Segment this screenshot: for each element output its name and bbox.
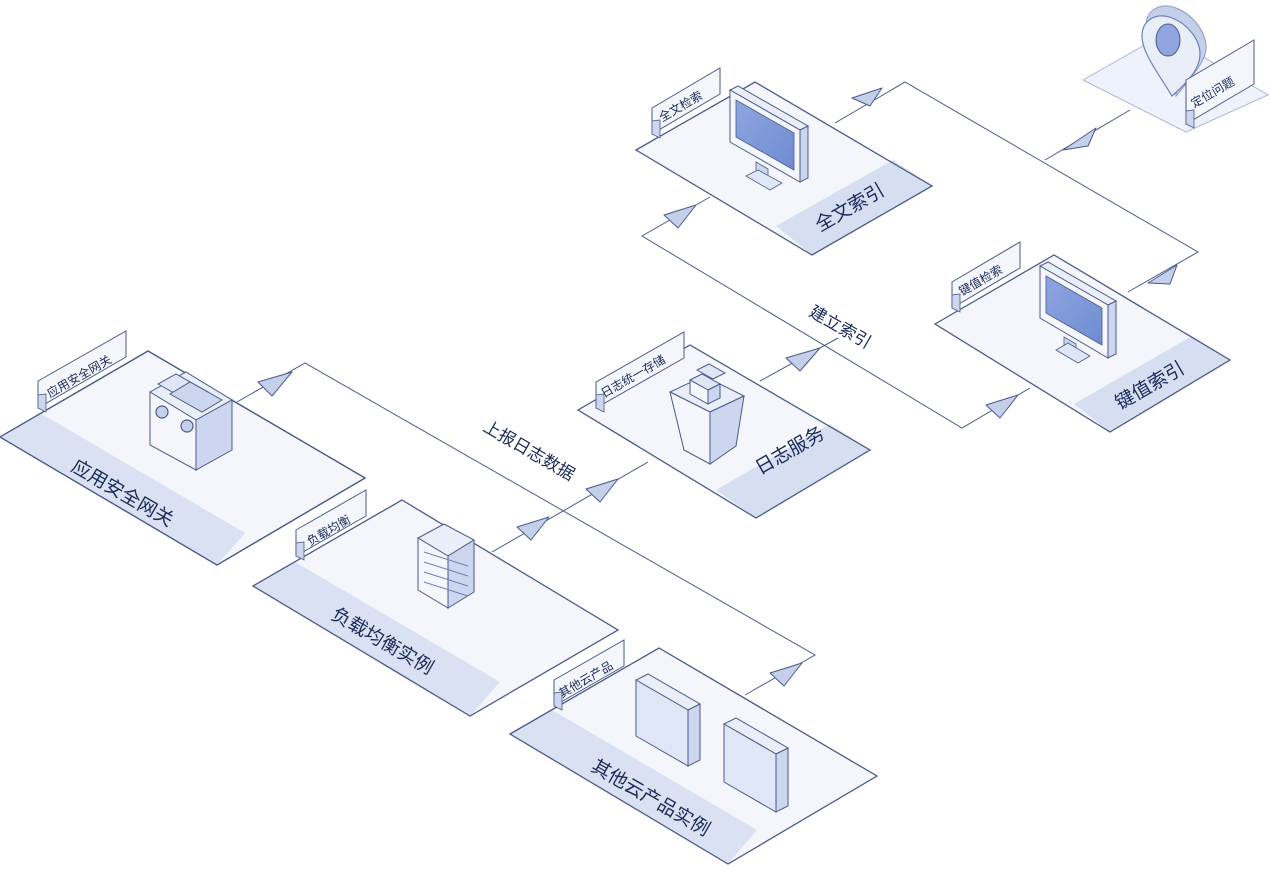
node-other-cloud-products[interactable]: 其他云产品 其他云产品实例 <box>508 639 879 865</box>
platform-strip <box>716 424 870 518</box>
node-log-service[interactable]: 日志统一存储 日志服务 <box>576 331 872 519</box>
arrow-up-lb-1 <box>516 516 550 541</box>
platform-strip <box>0 413 245 565</box>
flow-label-report: 上报日志数据 <box>480 417 578 485</box>
arrow-up-fulltext <box>663 204 697 229</box>
arrow-up-log <box>785 347 821 372</box>
arrow-up-gateway <box>257 371 293 397</box>
map-pin-icon <box>1141 5 1207 98</box>
server-icon <box>416 523 476 609</box>
node-fulltext-index[interactable]: 全文检索 全文索引 <box>634 67 934 256</box>
platform-strip <box>776 160 932 255</box>
node-kv-index[interactable]: 键值检索 键值索引 <box>933 241 1232 433</box>
gateway-device-icon <box>149 371 233 471</box>
flow-arrows <box>257 87 1178 687</box>
platform <box>253 500 618 716</box>
platform-strip <box>510 710 757 864</box>
platform-strip <box>253 562 500 716</box>
arrow-up-lb-2 <box>585 478 619 503</box>
platform-strip <box>1074 336 1230 432</box>
node-load-balancer[interactable]: 负载均衡 负载均衡实例 <box>251 489 620 717</box>
flow-label-index: 建立索引 <box>806 302 875 353</box>
storage-icon <box>668 363 746 465</box>
panel-icon-1 <box>634 673 702 767</box>
node-app-security-gateway[interactable]: 应用安全网关 应用安全网关 <box>0 330 367 588</box>
monitor-icon <box>1038 261 1118 364</box>
monitor-icon <box>728 85 810 191</box>
arrow-down-locate <box>1062 127 1097 151</box>
arrow-up-other <box>769 662 803 687</box>
arrow-left-fulltext <box>851 87 883 107</box>
node-locate-problem[interactable]: 定位问题 <box>1081 5 1270 133</box>
tag-locate-problem: 定位问题 <box>1185 39 1255 129</box>
arrow-down-kv <box>1147 264 1178 285</box>
arrow-up-kv <box>985 394 1019 419</box>
panel-icon-2 <box>722 717 790 813</box>
